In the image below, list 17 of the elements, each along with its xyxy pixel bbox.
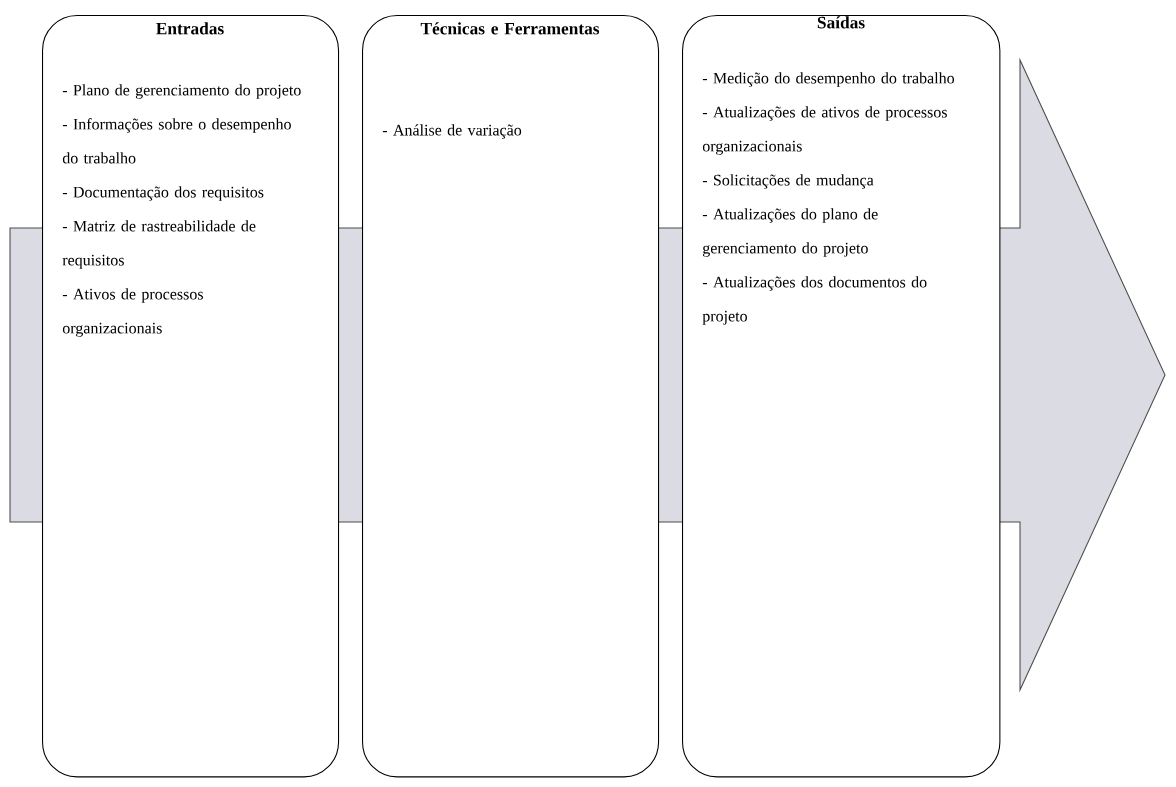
list-item: - Matriz de rastreabilidade de requisitos bbox=[62, 220, 256, 269]
list-item: - Informações sobre o desempenho do trabalho bbox=[62, 118, 291, 164]
column-box bbox=[362, 15, 660, 778]
list-item: - Atualizações do plano de gerenciamento do projeto bbox=[702, 208, 878, 257]
list-item: - Ativos de processos organizacionais bbox=[62, 288, 203, 337]
list-item: - Solicitações de mudança bbox=[702, 174, 874, 189]
list-item: - Documentação dos requisitos bbox=[62, 186, 264, 201]
list-item: - Plano de gerenciamento do projeto bbox=[62, 84, 301, 99]
column-box bbox=[42, 15, 340, 778]
column-heading: Saídas bbox=[817, 16, 865, 29]
list-item: - Atualizações dos documentos do projeto bbox=[702, 276, 927, 325]
list-item: - Atualizações de ativos de processos organizacionais bbox=[702, 106, 947, 155]
list-item: - Análise de variação bbox=[382, 124, 522, 139]
column-heading: Entradas bbox=[156, 22, 224, 35]
list-item: - Medição do desempenho do trabalho bbox=[702, 72, 955, 87]
column-heading: Técnicas e Ferramentas bbox=[420, 22, 600, 35]
column-box bbox=[682, 15, 1001, 778]
